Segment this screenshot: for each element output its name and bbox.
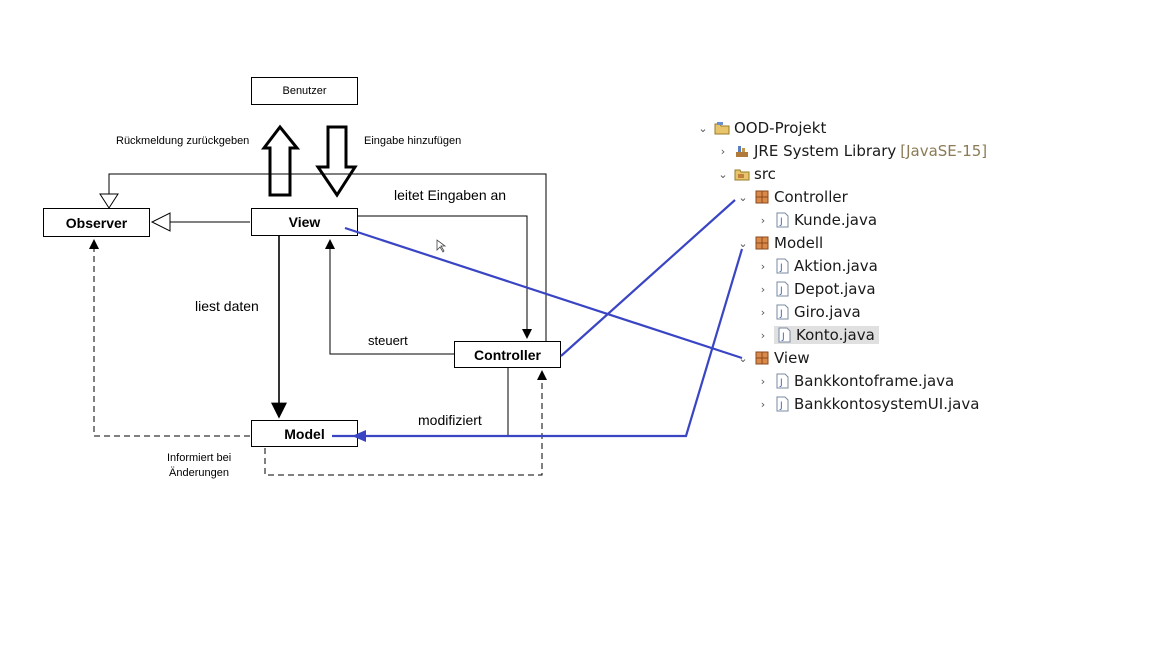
- view-label: View: [288, 214, 321, 230]
- observer-triangle-top: [99, 193, 119, 209]
- chevron-down-icon[interactable]: ⌄: [738, 190, 748, 204]
- giro-label: Giro.java: [794, 303, 861, 321]
- jre-label: JRE System Library: [754, 142, 897, 160]
- svg-text:J: J: [781, 332, 785, 342]
- project-label: OOD-Projekt: [734, 119, 827, 137]
- tree-item-project[interactable]: ⌄ OOD-Projekt: [696, 117, 826, 139]
- tree-item-kunde[interactable]: › J Kunde.java: [756, 209, 877, 231]
- java-file-icon: J: [774, 281, 790, 297]
- view-to-controller-line: [358, 215, 532, 339]
- svg-text:J: J: [779, 263, 783, 273]
- chevron-down-icon[interactable]: ⌄: [738, 351, 748, 365]
- svg-text:J: J: [779, 286, 783, 296]
- model-observer-dashed: [89, 239, 250, 437]
- java-file-icon: J: [774, 373, 790, 389]
- chevron-right-icon[interactable]: ›: [760, 259, 766, 273]
- java-file-icon: J: [776, 327, 792, 343]
- package-icon: [754, 189, 770, 205]
- bankkontosystemui-label: BankkontosystemUI.java: [794, 395, 980, 413]
- konto-label: Konto.java: [796, 326, 875, 344]
- pkg-controller-label: Controller: [774, 188, 848, 206]
- controller-label: Controller: [474, 346, 541, 363]
- pkg-view-label: View: [774, 349, 810, 367]
- aktion-label: Aktion.java: [794, 257, 878, 275]
- benutzer-box: Benutzer: [251, 77, 358, 105]
- model-box: Model: [251, 420, 358, 447]
- controller-box: Controller: [454, 341, 561, 368]
- jre-version-label: [JavaSE-15]: [900, 142, 988, 160]
- observer-triangle-side: [150, 212, 171, 232]
- liest-label: liest daten: [195, 298, 259, 314]
- informiert-label-1: Informiert bei: [167, 452, 232, 464]
- chevron-right-icon[interactable]: ›: [760, 328, 766, 342]
- tree-item-aktion[interactable]: › J Aktion.java: [756, 255, 878, 277]
- chevron-right-icon[interactable]: ›: [720, 144, 726, 158]
- svg-text:J: J: [779, 309, 783, 319]
- model-label: Model: [284, 425, 325, 442]
- modifiziert-label: modifiziert: [418, 412, 482, 428]
- steuert-label: steuert: [368, 333, 408, 348]
- chevron-right-icon[interactable]: ›: [760, 374, 766, 388]
- tree-item-pkg-view[interactable]: ⌄ View: [736, 347, 810, 369]
- depot-label: Depot.java: [794, 280, 876, 298]
- benutzer-label: Benutzer: [282, 85, 327, 97]
- tree-item-src[interactable]: ⌄ src: [716, 163, 776, 185]
- leitet-label: leitet Eingaben an: [394, 187, 507, 203]
- svg-text:J: J: [779, 401, 783, 411]
- java-file-icon: J: [774, 396, 790, 412]
- chevron-down-icon[interactable]: ⌄: [738, 236, 748, 250]
- source-folder-icon: [734, 166, 750, 182]
- rueckmeldung-label: Rückmeldung zurückgeben: [116, 135, 250, 147]
- svg-text:J: J: [779, 217, 783, 227]
- tree-item-pkg-modell[interactable]: ⌄ Modell: [736, 232, 823, 254]
- pkg-modell-label: Modell: [774, 234, 824, 252]
- informiert-label-2: Änderungen: [169, 467, 229, 479]
- java-file-icon: J: [774, 304, 790, 320]
- tree-item-jre[interactable]: › JRE System Library [JavaSE-15]: [716, 140, 987, 162]
- up-arrow-icon: [260, 124, 301, 197]
- package-icon: [754, 350, 770, 366]
- chevron-down-icon[interactable]: ⌄: [718, 167, 728, 181]
- down-arrow-icon: [315, 125, 358, 198]
- kunde-label: Kunde.java: [794, 211, 878, 229]
- chevron-right-icon[interactable]: ›: [760, 305, 766, 319]
- chevron-right-icon[interactable]: ›: [760, 282, 766, 296]
- tree-item-giro[interactable]: › J Giro.java: [756, 301, 861, 323]
- project-folder-icon: [714, 120, 730, 136]
- tree-item-konto[interactable]: › J Konto.java: [756, 324, 879, 346]
- observer-box: Observer: [43, 208, 150, 237]
- observer-label: Observer: [65, 214, 128, 231]
- svg-text:J: J: [779, 378, 783, 388]
- chevron-down-icon[interactable]: ⌄: [698, 121, 708, 135]
- src-label: src: [754, 165, 776, 183]
- package-icon: [754, 235, 770, 251]
- tree-item-pkg-controller[interactable]: ⌄ Controller: [736, 186, 848, 208]
- tree-item-bankkontoframe[interactable]: › J Bankkontoframe.java: [756, 370, 954, 392]
- tree-item-depot[interactable]: › J Depot.java: [756, 278, 876, 300]
- chevron-right-icon[interactable]: ›: [760, 213, 766, 227]
- java-file-icon: J: [774, 212, 790, 228]
- eingabe-label: Eingabe hinzufügen: [364, 135, 462, 147]
- chevron-right-icon[interactable]: ›: [760, 397, 766, 411]
- cursor-icon: [436, 239, 447, 253]
- java-file-icon: J: [774, 258, 790, 274]
- selected-highlight[interactable]: J Konto.java: [774, 326, 879, 344]
- view-box: View: [251, 208, 358, 236]
- library-icon: [734, 143, 750, 159]
- bankkontoframe-label: Bankkontoframe.java: [794, 372, 955, 390]
- tree-item-bankkontosystemui[interactable]: › J BankkontosystemUI.java: [756, 393, 980, 415]
